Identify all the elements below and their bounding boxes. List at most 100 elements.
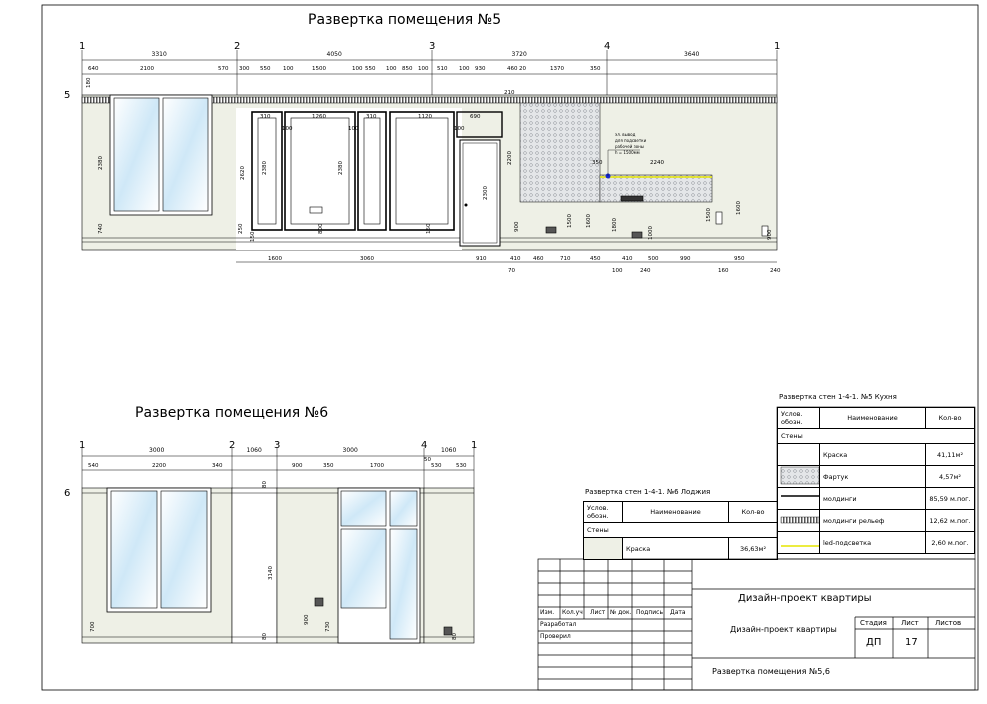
dimension-label: 310 xyxy=(260,114,271,120)
spec6-title: Развертка стен 1-4-1. №6 Лоджия xyxy=(585,488,711,496)
dimension-label: 250 xyxy=(238,223,244,235)
dimension-label: 350 xyxy=(592,160,603,166)
dimension-label: 1600 xyxy=(736,201,742,215)
spec6-head-name: Наименование xyxy=(622,501,729,523)
title-block-frame xyxy=(537,558,976,691)
door-room5 xyxy=(459,139,501,247)
electrical-note: рабочей зоны xyxy=(615,144,644,149)
dimension-label: 240 xyxy=(770,268,781,274)
spec5-row-qty: 41,11м² xyxy=(925,443,975,466)
dimension-label: 2300 xyxy=(483,186,489,200)
dimension-label: 350 xyxy=(323,463,334,469)
dimension-label: 460 xyxy=(533,256,544,262)
stamp-h-date: Дата xyxy=(670,609,686,616)
elevation-room5 xyxy=(81,50,778,263)
dimension-label: 2200 xyxy=(152,463,166,469)
stamp-h-kol: Кол.уч xyxy=(562,609,583,616)
dimension-label: 100 xyxy=(282,126,293,132)
dimension-label: 20 xyxy=(519,66,526,72)
dimension-label: 450 xyxy=(590,256,601,262)
sheet-frame xyxy=(41,4,979,691)
elevation-room6 xyxy=(81,448,475,644)
dimension-label: 570 xyxy=(218,66,229,72)
electrical-note: эл. вывод xyxy=(615,132,636,137)
spec5-row-name: молдинги рельеф xyxy=(819,509,926,532)
dimension-label: 1060 xyxy=(246,447,262,454)
stamp-project: Дизайн-проект квартиры xyxy=(738,593,872,604)
dimension-label: 410 xyxy=(622,256,633,262)
axis-label: 2 xyxy=(234,41,241,52)
dimension-label: 1500 xyxy=(312,66,326,72)
dimension-label: 2200 xyxy=(507,151,513,165)
axis-label: 2 xyxy=(229,440,236,451)
stamp-h-sign: Подпись xyxy=(636,609,663,616)
dimension-label: 50 xyxy=(424,457,431,463)
dimension-label: 990 xyxy=(680,256,691,262)
stamp-h-doc: № док. xyxy=(610,609,632,616)
stamp-sheets-label: Листов xyxy=(935,619,962,627)
dimension-label: 70 xyxy=(508,268,515,274)
dimension-label: 550 xyxy=(260,66,271,72)
spec5-section: Стены xyxy=(777,428,975,444)
dimension-label: 100 xyxy=(352,66,363,72)
spec5-row-name: led-подсветка xyxy=(819,531,926,554)
axis-label: 3 xyxy=(274,440,281,451)
dimension-label: 530 xyxy=(456,463,467,469)
dimension-label: 80 xyxy=(452,633,458,640)
spec6-row-name: Краска xyxy=(622,537,729,560)
wall-room6-c xyxy=(423,487,475,644)
stamp-h-list: Лист xyxy=(590,609,606,616)
dimension-label: 930 xyxy=(475,66,486,72)
dimension-label: 550 xyxy=(365,66,376,72)
spec5-head-symbol: Услов. обозн. xyxy=(777,407,820,429)
dimension-label: 100 xyxy=(283,66,294,72)
dimension-label: 460 xyxy=(507,66,518,72)
dimension-label: 900 xyxy=(304,614,310,626)
dimension-label: 350 xyxy=(590,66,601,72)
stamp-stage-label: Стадия xyxy=(860,619,887,627)
dimension-label: 210 xyxy=(504,90,515,96)
dimension-label: 410 xyxy=(510,256,521,262)
dimension-label: 1700 xyxy=(370,463,384,469)
axis-label: 4 xyxy=(421,440,428,451)
dimension-label: 1500 xyxy=(706,208,712,222)
spec6-section: Стены xyxy=(583,522,778,538)
spec5-head-qty: Кол-во xyxy=(925,407,975,429)
stamp-checked: Проверил xyxy=(540,633,571,640)
dimension-label: 510 xyxy=(437,66,448,72)
apron-tile xyxy=(519,97,601,203)
stamp-stage: ДП xyxy=(866,637,882,648)
title-room5: Развертка помещения №5 xyxy=(308,12,502,28)
stamp-h-izm: Изм. xyxy=(540,609,555,616)
apron-tile-low xyxy=(599,174,713,203)
stamp-sheet-label: Лист xyxy=(901,619,919,627)
spec6-row-qty: 36,63м² xyxy=(728,537,778,560)
spec6-head-symbol: Услов. обозн. xyxy=(583,501,623,523)
dimension-label: 3000 xyxy=(342,447,358,454)
dimension-label: 100 xyxy=(348,126,359,132)
dimension-label: 740 xyxy=(98,223,104,235)
dimension-label: 3060 xyxy=(360,256,374,262)
spec5-head-name: Наименование xyxy=(819,407,926,429)
dimension-label: 2620 xyxy=(240,166,246,180)
dimension-label: 2380 xyxy=(338,161,344,175)
dimension-label: 3310 xyxy=(151,51,167,58)
dimension-label: 4050 xyxy=(326,51,342,58)
dimension-label: 240 xyxy=(640,268,651,274)
dimension-label: 180 xyxy=(86,77,92,89)
row-label: 6 xyxy=(64,488,71,499)
dimension-label: 710 xyxy=(560,256,571,262)
dimension-label: 1370 xyxy=(550,66,564,72)
dimension-label: 800 xyxy=(318,223,324,235)
dimension-label: 300 xyxy=(239,66,250,72)
spec6-table: Услов. обозн. Наименование Кол-во Стены … xyxy=(583,501,778,560)
dimension-label: 1000 xyxy=(648,226,654,240)
dimension-label: 340 xyxy=(212,463,223,469)
dimension-label: 850 xyxy=(402,66,413,72)
spec5-row-qty: 12,62 м.пог. xyxy=(925,509,975,532)
dimension-label: 1260 xyxy=(312,114,326,120)
dimension-label: 700 xyxy=(90,621,96,633)
dimension-label: 1120 xyxy=(418,114,432,120)
